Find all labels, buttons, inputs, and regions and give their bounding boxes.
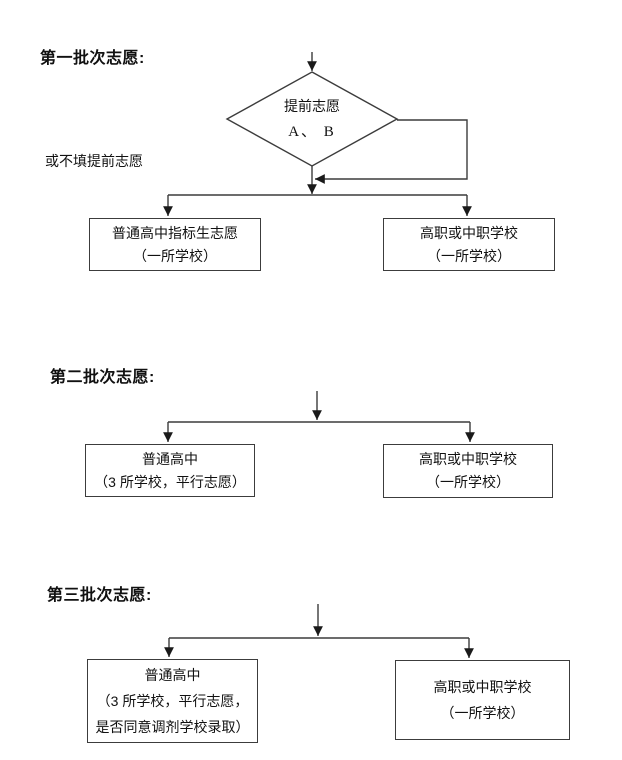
box-line: 普通高中 <box>142 450 198 467</box>
batch1-right-box: 高职或中职学校 （一所学校） <box>383 218 555 271</box>
box-line: 高职或中职学校 <box>433 679 532 695</box>
box-line: （一所学校） <box>133 247 217 264</box>
batch3-heading: 第三批次志愿: <box>47 587 152 604</box>
batch2-left-box: 普通高中 （3 所学校，平行志愿） <box>85 444 255 497</box>
batch2-right-box: 高职或中职学校 （一所学校） <box>383 444 553 498</box>
box-line: 是否同意调剂学校录取） <box>95 719 250 735</box>
box-line: 高职或中职学校 <box>419 451 517 467</box>
batch2-heading: 第二批次志愿: <box>50 369 155 386</box>
no-advance-option-label: 或不填提前志愿 <box>45 153 143 169</box>
batch1-left-box: 普通高中指标生志愿 （一所学校） <box>89 218 261 271</box>
box-line: 普通高中指标生志愿 <box>112 224 238 241</box>
decision-line2: A、 B <box>288 124 336 140</box>
batch3-right-box: 高职或中职学校 （一所学校） <box>395 660 570 740</box>
batch1-heading: 第一批次志愿: <box>40 50 145 67</box>
decision-line1: 提前志愿 <box>284 98 340 114</box>
box-line: 高职或中职学校 <box>420 224 518 241</box>
loop-back-connector <box>315 119 468 184</box>
box-line: 普通高中 <box>144 667 201 683</box>
box-line: （一所学校） <box>426 474 510 490</box>
box-line: （一所学校） <box>440 705 525 721</box>
box-line: （一所学校） <box>427 247 511 264</box>
box-line: （3 所学校，平行志愿） <box>94 473 246 490</box>
decision-label: 提前志愿 A、 B <box>232 93 392 145</box>
box-line: （3 所学校，平行志愿， <box>96 693 249 709</box>
batch3-left-box: 普通高中 （3 所学校，平行志愿， 是否同意调剂学校录取） <box>87 659 258 743</box>
